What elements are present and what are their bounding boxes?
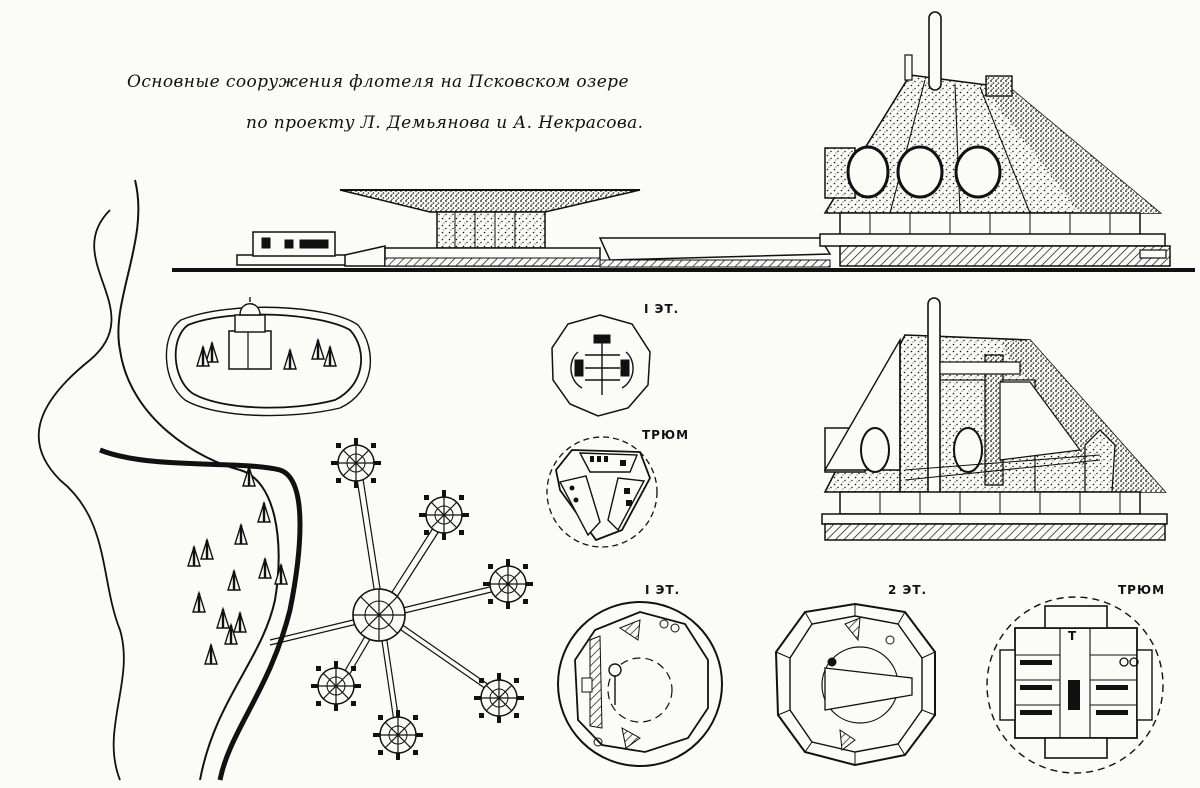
caption-line-2: по проекту Л. Демьянова и А. Некрасова. (246, 113, 644, 133)
large-plan-hold: T (986, 596, 1164, 774)
label-large-floor-1: I ЭТ. (645, 583, 681, 597)
hotel-section (821, 297, 1168, 541)
main-elevation (172, 11, 1195, 272)
caption-line-1: Основные сооружения флотеля на Псковском… (127, 72, 629, 92)
large-plan-floor-2 (774, 602, 936, 767)
svg-text:T: T (1068, 629, 1077, 643)
small-plan-floor-1 (551, 314, 651, 417)
label-small-floor-1: I ЭТ. (644, 302, 680, 316)
large-plan-floor-1 (557, 601, 723, 767)
label-small-hold: ТРЮМ (642, 428, 690, 442)
small-plan-hold (546, 436, 658, 548)
label-large-hold: ТРЮМ (1118, 583, 1166, 597)
label-large-floor-2: 2 ЭТ. (888, 583, 928, 597)
site-plan (37, 179, 534, 781)
